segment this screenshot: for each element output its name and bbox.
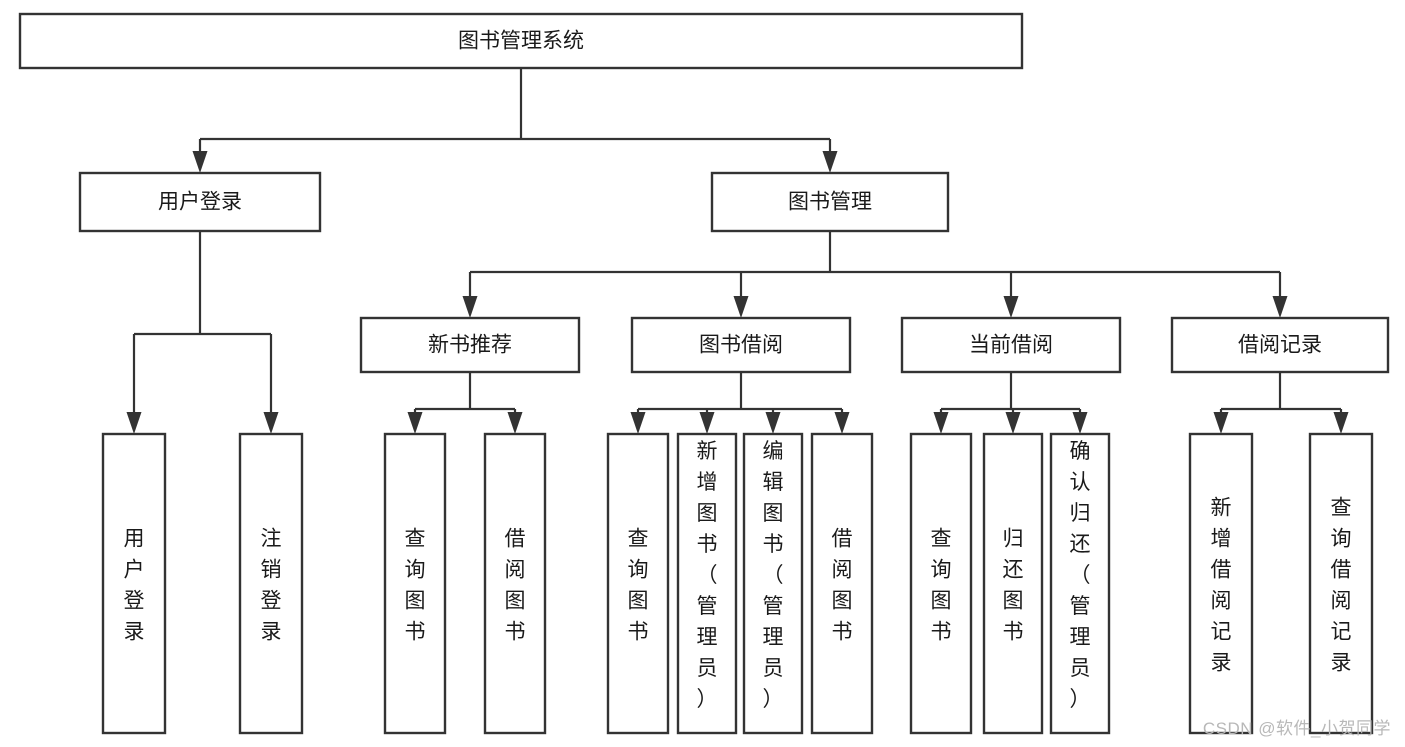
connector-user-login-to-leaves [126,231,279,434]
level3-node-2-label: 当前借阅 [969,334,1053,357]
level3-node-1-label: 图书借阅 [699,334,783,357]
level2-node-0[interactable]: 用户登录 [78,171,322,233]
root-node-book-management-system[interactable]: 图书管理系统 [18,12,1024,70]
leaf-node-4-label: 查询图书 [628,528,649,644]
leaf-node-3[interactable]: 借阅图书 [483,432,547,735]
level3-node-3-label: 借阅记录 [1238,334,1322,357]
leaf-node-5[interactable]: 新增图书（管理员） [676,432,738,735]
leaf-node-0-box [101,432,167,735]
leaf-node-0-label: 用户登录 [124,528,145,644]
connector-root-to-level2 [192,68,838,173]
level3-node-0-label: 新书推荐 [428,334,512,357]
connector-new-book-to-leaves [407,372,523,434]
level3-node-3-box [1170,316,1390,374]
leaf-node-10-label: 确认归还（管理员） [1070,440,1091,711]
connector-current-borrow-to-leaves [933,372,1088,434]
level2-node-0-box [78,171,322,233]
connector-borrow-record-to-leaves [1213,372,1349,434]
leaf-node-5-label: 新增图书（管理员） [697,440,718,711]
level3-node-2[interactable]: 当前借阅 [900,316,1122,374]
leaf-node-7[interactable]: 借阅图书 [810,432,874,735]
leaf-node-6-box [742,432,804,735]
node-layer: 图书管理系统用户登录图书管理新书推荐图书借阅当前借阅借阅记录用户登录注销登录查询… [18,12,1390,735]
level3-node-0[interactable]: 新书推荐 [359,316,581,374]
leaf-node-12-label: 查询借阅记录 [1331,497,1352,675]
leaf-node-9[interactable]: 归还图书 [982,432,1044,735]
leaf-node-0[interactable]: 用户登录 [101,432,167,735]
leaf-node-1-box [238,432,304,735]
level2-node-1-box [710,171,950,233]
leaf-node-2-box [383,432,447,735]
level2-node-0-label: 用户登录 [158,191,242,214]
leaf-node-6[interactable]: 编辑图书（管理员） [742,432,804,735]
leaf-node-9-label: 归还图书 [1003,528,1024,644]
connector-borrow-to-leaves [630,372,850,434]
leaf-node-9-box [982,432,1044,735]
level3-node-1[interactable]: 图书借阅 [630,316,852,374]
leaf-node-8-label: 查询图书 [931,528,952,644]
level3-node-0-box [359,316,581,374]
level2-node-1-label: 图书管理 [788,191,872,214]
connector-layer [126,68,1349,434]
level3-node-2-box [900,316,1122,374]
level2-node-1[interactable]: 图书管理 [710,171,950,233]
leaf-node-8[interactable]: 查询图书 [909,432,973,735]
leaf-node-11-box [1188,432,1254,735]
root-node-book-management-system-label: 图书管理系统 [458,30,584,53]
leaf-node-8-box [909,432,973,735]
leaf-node-11-label: 新增借阅记录 [1211,497,1232,675]
leaf-node-6-label: 编辑图书（管理员） [763,440,784,711]
leaf-node-1[interactable]: 注销登录 [238,432,304,735]
connector-book-manage-to-level3 [462,231,1288,318]
leaf-node-3-box [483,432,547,735]
leaf-node-2-label: 查询图书 [405,528,426,644]
leaf-node-12[interactable]: 查询借阅记录 [1308,432,1374,735]
leaf-node-3-label: 借阅图书 [505,528,526,644]
leaf-node-10-box [1049,432,1111,735]
root-node-book-management-system-box [18,12,1024,70]
leaf-node-7-box [810,432,874,735]
leaf-node-7-label: 借阅图书 [832,528,853,644]
leaf-node-10[interactable]: 确认归还（管理员） [1049,432,1111,735]
leaf-node-1-label: 注销登录 [261,528,282,644]
level3-node-3[interactable]: 借阅记录 [1170,316,1390,374]
leaf-node-11[interactable]: 新增借阅记录 [1188,432,1254,735]
leaf-node-4-box [606,432,670,735]
leaf-node-2[interactable]: 查询图书 [383,432,447,735]
leaf-node-5-box [676,432,738,735]
level3-node-1-box [630,316,852,374]
leaf-node-4[interactable]: 查询图书 [606,432,670,735]
leaf-node-12-box [1308,432,1374,735]
